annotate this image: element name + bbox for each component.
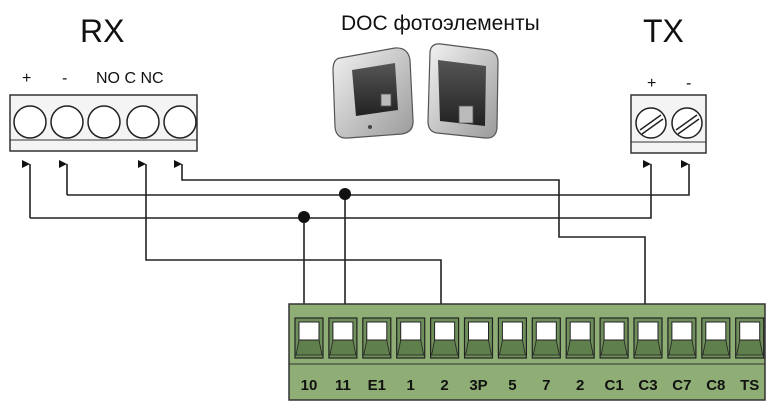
terminal-slot-12 — [667, 317, 697, 359]
terminal-slot-8 — [531, 317, 561, 359]
tx-pin-minus-label: - — [686, 75, 691, 92]
diagram-title: DOC фотоэлементы — [341, 12, 540, 35]
terminal-label-6: 3P — [469, 377, 487, 394]
junction-dot-negative — [339, 188, 351, 200]
rx-terminal-block — [9, 94, 198, 152]
terminal-slot-5 — [430, 317, 460, 359]
terminal-slot-3 — [362, 317, 392, 359]
terminal-label-4: 1 — [407, 377, 415, 394]
terminal-label-1: 10 — [301, 377, 318, 394]
terminal-slot-14 — [735, 317, 765, 359]
tx-terminal-block — [630, 94, 707, 154]
terminal-slot-9 — [565, 317, 595, 359]
terminal-label-8: 7 — [542, 377, 550, 394]
rx-pin-contacts-label: NO C NC — [96, 70, 164, 87]
control-board-terminal-strip: 10 11 E1 1 2 3P 5 7 2 C1 C3 C7 C8 TS — [288, 303, 766, 401]
rx-pin-minus-label: - — [62, 70, 67, 87]
tx-pin-plus-label: + — [647, 75, 656, 92]
terminal-label-11: C3 — [638, 377, 657, 394]
terminal-slot-4 — [396, 317, 426, 359]
wire-rx-nc — [174, 160, 653, 324]
terminal-label-7: 5 — [508, 377, 516, 394]
terminal-slot-10 — [599, 317, 629, 359]
terminal-label-2: 11 — [335, 377, 351, 394]
terminal-label-10: C1 — [605, 377, 624, 394]
photocell-image-right — [427, 43, 499, 139]
wire-rx-common — [138, 160, 449, 324]
rx-pin-plus-label: + — [22, 70, 31, 87]
terminal-slot-7 — [497, 317, 527, 359]
terminal-label-9: 2 — [576, 377, 584, 394]
terminal-label-5: 2 — [440, 377, 448, 394]
terminal-slot-11 — [633, 317, 663, 359]
tx-label: TX — [643, 13, 684, 49]
photocell-image-left — [332, 47, 414, 139]
terminal-slot-6 — [463, 317, 494, 359]
terminal-label-3: E1 — [368, 377, 386, 394]
terminal-label-12: C7 — [672, 377, 691, 394]
terminal-label-13: C8 — [706, 377, 725, 394]
terminal-slot-13 — [701, 317, 731, 359]
wires — [22, 160, 690, 324]
terminal-slot-2 — [328, 317, 358, 359]
terminal-label-14: TS — [740, 377, 759, 394]
junction-dot-positive — [298, 211, 310, 223]
rx-label: RX — [80, 13, 124, 49]
terminal-slot-1 — [294, 317, 324, 359]
